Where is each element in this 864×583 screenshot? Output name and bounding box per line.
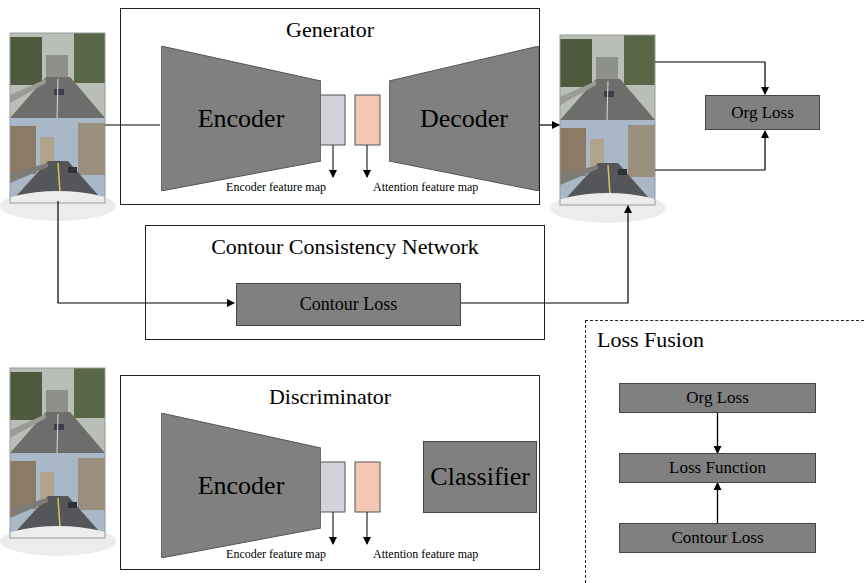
process-box: Contour Loss bbox=[619, 523, 816, 553]
module-title: Loss Fusion bbox=[586, 321, 864, 352]
node-label: Contour Loss bbox=[671, 528, 763, 548]
module-frame: GeneratorEncoder Decoder bbox=[120, 8, 540, 205]
node-label: Classifier bbox=[430, 462, 530, 492]
feature-map-label: Attention feature map bbox=[373, 548, 478, 562]
process-box: Org Loss bbox=[705, 95, 820, 130]
node-label: Contour Loss bbox=[300, 294, 398, 315]
decoder-block: Decoder bbox=[389, 46, 539, 191]
node-label: Encoder bbox=[198, 471, 285, 501]
encoder-block: Encoder bbox=[161, 413, 321, 558]
node-label: Org Loss bbox=[731, 103, 794, 123]
process-box: Org Loss bbox=[619, 383, 816, 413]
discriminator-input-image bbox=[0, 368, 116, 556]
encoder-block: Encoder bbox=[161, 46, 321, 191]
encoder-feature-map bbox=[320, 95, 345, 145]
node-label: Decoder bbox=[420, 104, 508, 134]
node-label: Encoder bbox=[198, 104, 285, 134]
process-box: Classifier bbox=[423, 441, 537, 513]
attention-feature-map bbox=[355, 95, 380, 145]
node-label: Org Loss bbox=[686, 388, 749, 408]
output-image bbox=[550, 35, 666, 223]
process-box: Loss Function bbox=[619, 453, 816, 483]
process-box: Contour Loss bbox=[236, 283, 461, 326]
module-title: Discriminator bbox=[121, 376, 539, 409]
module-title: Contour Consistency Network bbox=[146, 226, 544, 259]
group-region: Loss FusionOrg LossLoss FunctionContour … bbox=[585, 320, 864, 583]
module-title: Generator bbox=[121, 9, 539, 42]
module-frame: Contour Consistency NetworkContour Loss bbox=[145, 225, 545, 340]
flow-arrow bbox=[717, 413, 718, 453]
input-image bbox=[0, 33, 116, 221]
attention-feature-map bbox=[355, 462, 380, 512]
encoder-feature-map bbox=[320, 462, 345, 512]
module-frame: DiscriminatorEncoder Classifier bbox=[120, 375, 540, 570]
feature-map-label: Attention feature map bbox=[373, 181, 478, 195]
feature-map-label: Encoder feature map bbox=[226, 548, 326, 562]
node-label: Loss Function bbox=[669, 458, 766, 478]
feature-map-label: Encoder feature map bbox=[226, 181, 326, 195]
flow-arrow bbox=[717, 483, 718, 523]
